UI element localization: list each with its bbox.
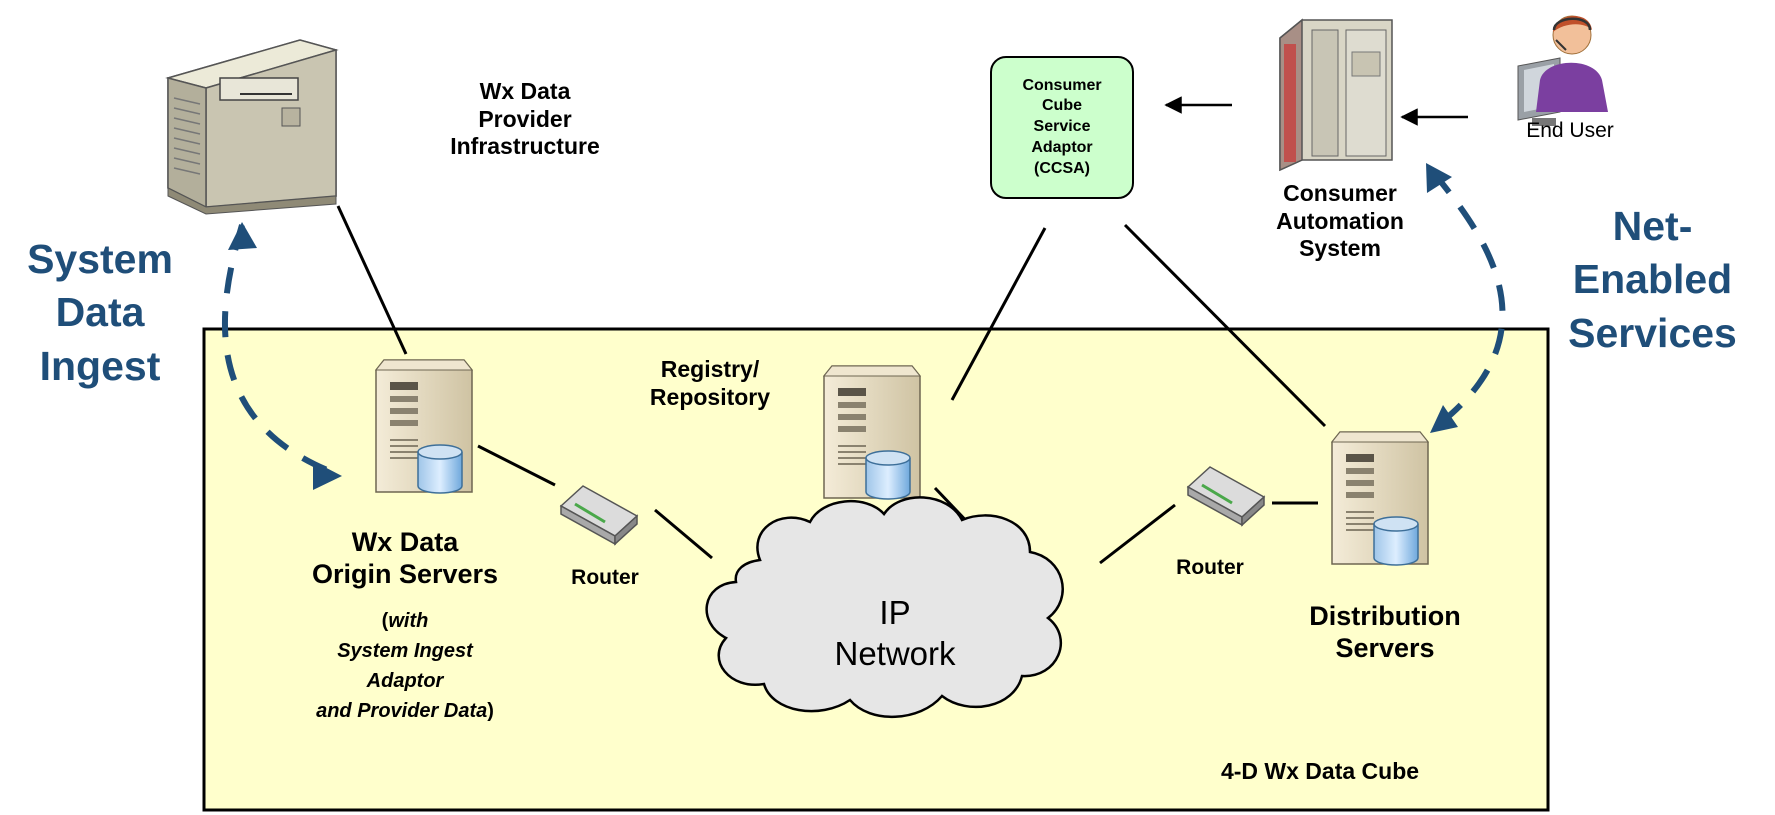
ccsa-box: Consumer Cube Service Adaptor (CCSA) <box>990 56 1134 199</box>
data-cube-label: 4-D Wx Data Cube <box>1220 758 1420 784</box>
registry-label-line: Repository <box>649 383 771 410</box>
ip-network-label: IP Network <box>795 592 995 675</box>
mainframe-server-icon <box>165 39 339 215</box>
note-line: Adaptor <box>366 670 444 692</box>
user-headset-icon <box>1517 15 1608 126</box>
note-line: and Provider Data <box>316 700 488 722</box>
ccsa-label-line: Adaptor <box>1031 138 1093 156</box>
net-enabled-arrow-path <box>1430 170 1506 428</box>
note-close-paren: ) <box>487 700 494 722</box>
distribution-server-icon <box>1331 431 1429 566</box>
note-line: System Ingest <box>337 640 473 662</box>
ingest-label-line: Ingest <box>39 342 161 389</box>
arrowhead-to-origin <box>313 461 342 490</box>
distribution-label-line: Servers <box>1335 633 1435 664</box>
link-network-router <box>1099 503 1176 565</box>
origin-server-icon <box>375 359 473 494</box>
consumer-label-line: Consumer <box>1283 180 1397 206</box>
end-user-label: End User <box>1526 119 1614 142</box>
network-label-line: IP <box>879 594 911 631</box>
cloud-icon <box>705 496 1064 719</box>
note-line: with <box>388 610 429 632</box>
router-left-label: Router <box>571 566 639 589</box>
link-router-network <box>654 508 713 560</box>
distribution-label-line: Distribution <box>1309 601 1461 631</box>
provider-label-line: Infrastructure <box>450 133 600 160</box>
ccsa-label-line: (CCSA) <box>1034 159 1090 177</box>
net-enabled-services-label: Net- Enabled Services <box>1540 200 1765 360</box>
origin-label-line: Origin Servers <box>311 559 499 590</box>
system-ingest-arrow-path <box>221 224 339 477</box>
net-label-line: Net- <box>1612 203 1693 249</box>
note-open-paren: ( <box>381 610 389 632</box>
arrowhead-to-consumer <box>1426 163 1452 193</box>
system-data-ingest-label: System Data Ingest <box>5 233 195 393</box>
registry-label-line: Registry/ <box>660 356 760 382</box>
ccsa-label-line: Consumer <box>1022 76 1102 94</box>
net-label-line: Services <box>1568 309 1737 356</box>
consumer-label-line: Automation <box>1276 207 1404 234</box>
tower-server-icon <box>1279 18 1393 172</box>
link-ccsa-distribution <box>1123 223 1327 428</box>
provider-infrastructure-label: Wx Data Provider Infrastructure <box>430 78 620 161</box>
registry-server-icon <box>823 365 921 500</box>
origin-servers-note: (with System Ingest Adaptor and Provider… <box>255 606 555 726</box>
ingest-label-line: Data <box>55 289 145 336</box>
arrowhead-to-distribution <box>1430 405 1458 433</box>
link-origin-router <box>477 444 556 487</box>
ingest-label-line: System <box>27 236 173 282</box>
ccsa-label-line: Service <box>1033 118 1091 136</box>
link-ccsa-registry <box>950 227 1047 401</box>
arrowhead-to-provider <box>228 222 257 250</box>
origin-label-line: Wx Data <box>351 527 459 557</box>
origin-servers-label: Wx Data Origin Servers <box>255 526 555 591</box>
ccsa-label-line: Cube <box>1042 97 1082 115</box>
net-label-line: Enabled <box>1572 256 1733 303</box>
consumer-system-label: Consumer Automation System <box>1240 180 1440 263</box>
consumer-label-line: System <box>1299 235 1381 262</box>
distribution-servers-label: Distribution Servers <box>1265 600 1505 665</box>
provider-label-line: Wx Data <box>479 78 571 104</box>
network-label-line: Network <box>834 635 956 673</box>
registry-repository-label: Registry/ Repository <box>600 356 820 411</box>
link-provider-origin <box>336 205 408 355</box>
provider-label-line: Provider <box>478 105 572 132</box>
router-right-label: Router <box>1176 556 1244 579</box>
